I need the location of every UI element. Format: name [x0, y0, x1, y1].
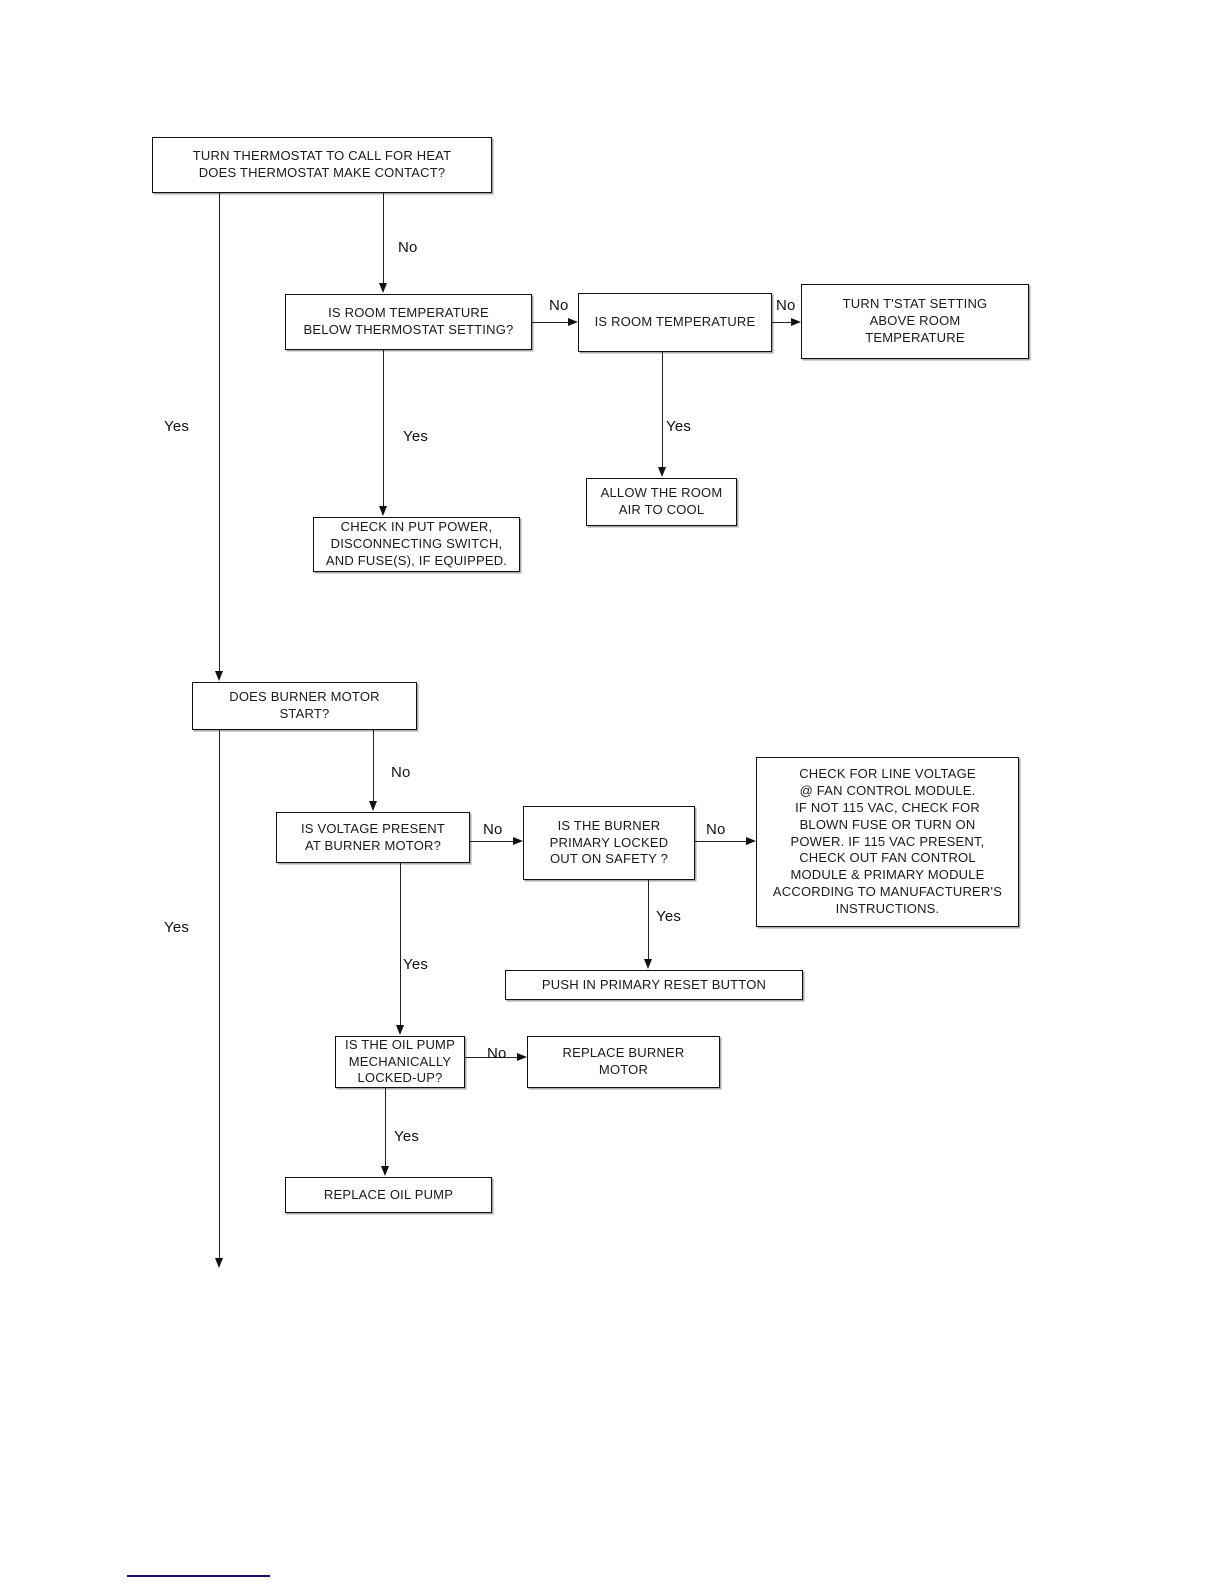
- edge-isroomtemp-to-allowcool-arrow: [657, 467, 666, 477]
- is-room-temperature-box[interactable]: IS ROOM TEMPERATURE: [578, 293, 772, 352]
- edge-label-no-6: No: [706, 821, 726, 838]
- does-burner-motor-start-box-label: DOES BURNER MOTOR START?: [229, 689, 380, 721]
- edge-roomtemp-to-checkpower-arrow: [378, 506, 387, 516]
- edge-oilpump-to-replacemotor: [465, 1057, 517, 1058]
- edge-label-yes-7: Yes: [394, 1128, 420, 1145]
- edge-burnermotor-to-voltage: [373, 730, 374, 801]
- edge-label-yes-1: Yes: [164, 418, 190, 435]
- does-burner-motor-start-box[interactable]: DOES BURNER MOTOR START?: [192, 682, 417, 730]
- edge-label-yes-3: Yes: [666, 418, 692, 435]
- oil-pump-locked-box[interactable]: IS THE OIL PUMP MECHANICALLY LOCKED-UP?: [335, 1036, 465, 1088]
- edge-primary-to-checkline: [695, 841, 746, 842]
- edge-label-yes-6: Yes: [403, 956, 429, 973]
- edge-roomtemp-to-checkpower: [383, 350, 384, 506]
- edge-roomtemp-to-isroomtemp-arrow: [568, 317, 578, 326]
- edge-primary-to-reset-arrow: [643, 959, 652, 969]
- edge-label-yes-2: Yes: [403, 428, 429, 445]
- edge-primary-to-checkline-arrow: [746, 836, 756, 845]
- push-primary-reset-box[interactable]: PUSH IN PRIMARY RESET BUTTON: [505, 970, 803, 1000]
- replace-oil-pump-box[interactable]: REPLACE OIL PUMP: [285, 1177, 492, 1213]
- edge-label-yes-5: Yes: [656, 908, 682, 925]
- oil-pump-locked-box-label: IS THE OIL PUMP MECHANICALLY LOCKED-UP?: [345, 1036, 455, 1086]
- edge-burnermotor-continue: [219, 730, 220, 1258]
- edge-isroomtemp-to-allowcool: [662, 352, 663, 467]
- edge-isroomtemp-to-turntstat-arrow: [791, 317, 801, 326]
- edge-thermostat-to-burnermotor: [219, 193, 220, 671]
- turn-thermostat-box-label: TURN THERMOSTAT TO CALL FOR HEAT DOES TH…: [192, 148, 452, 180]
- turn-tstat-setting-box[interactable]: TURN T'STAT SETTING ABOVE ROOM TEMPERATU…: [801, 284, 1029, 359]
- room-temp-below-box[interactable]: IS ROOM TEMPERATURE BELOW THERMOSTAT SET…: [285, 294, 532, 350]
- edge-oilpump-to-replacepump: [385, 1088, 386, 1166]
- edge-primary-to-reset: [648, 880, 649, 959]
- voltage-at-burner-motor-box-label: IS VOLTAGE PRESENT AT BURNER MOTOR?: [301, 820, 445, 853]
- edge-burnermotor-continue-arrow: [214, 1258, 223, 1268]
- edge-label-no-3: No: [776, 297, 796, 314]
- allow-room-air-cool-box[interactable]: ALLOW THE ROOM AIR TO COOL: [586, 478, 737, 526]
- is-room-temperature-box-label: IS ROOM TEMPERATURE: [594, 314, 756, 330]
- replace-burner-motor-box[interactable]: REPLACE BURNER MOTOR: [527, 1036, 720, 1088]
- edge-isroomtemp-to-turntstat: [772, 322, 791, 323]
- burner-primary-lockout-box[interactable]: IS THE BURNER PRIMARY LOCKED OUT ON SAFE…: [523, 806, 695, 880]
- edge-label-no-7: No: [487, 1045, 507, 1062]
- replace-oil-pump-box-label: REPLACE OIL PUMP: [323, 1186, 454, 1202]
- edge-roomtemp-to-isroomtemp: [532, 322, 568, 323]
- edge-voltage-to-primary-arrow: [513, 836, 523, 845]
- burner-primary-lockout-box-label: IS THE BURNER PRIMARY LOCKED OUT ON SAFE…: [549, 817, 669, 867]
- edge-label-no-5: No: [483, 821, 503, 838]
- edge-thermostat-to-roomtemp: [383, 193, 384, 283]
- voltage-at-burner-motor-box[interactable]: IS VOLTAGE PRESENT AT BURNER MOTOR?: [276, 812, 470, 863]
- turn-tstat-setting-box-label: TURN T'STAT SETTING ABOVE ROOM TEMPERATU…: [842, 296, 988, 345]
- edge-label-no-1: No: [398, 239, 418, 256]
- turn-thermostat-box[interactable]: TURN THERMOSTAT TO CALL FOR HEAT DOES TH…: [152, 137, 492, 193]
- replace-burner-motor-box-label: REPLACE BURNER MOTOR: [562, 1045, 685, 1077]
- edge-label-no-4: No: [391, 764, 411, 781]
- check-input-power-box[interactable]: CHECK IN PUT POWER, DISCONNECTING SWITCH…: [313, 517, 520, 572]
- check-line-voltage-box-label: CHECK FOR LINE VOLTAGE @ FAN CONTROL MOD…: [772, 765, 1003, 917]
- edge-voltage-to-primary: [470, 841, 513, 842]
- footer-rule: [127, 1575, 270, 1577]
- room-temp-below-box-label: IS ROOM TEMPERATURE BELOW THERMOSTAT SET…: [303, 305, 514, 337]
- edge-oilpump-to-replacemotor-arrow: [517, 1052, 527, 1061]
- push-primary-reset-box-label: PUSH IN PRIMARY RESET BUTTON: [541, 976, 767, 992]
- check-input-power-box-label: CHECK IN PUT POWER, DISCONNECTING SWITCH…: [325, 519, 508, 568]
- edge-oilpump-to-replacepump-arrow: [380, 1166, 389, 1176]
- edge-label-no-2: No: [549, 297, 569, 314]
- edge-label-yes-4: Yes: [164, 919, 190, 936]
- allow-room-air-cool-box-label: ALLOW THE ROOM AIR TO COOL: [600, 485, 723, 517]
- edge-burnermotor-to-voltage-arrow: [368, 801, 377, 811]
- edge-thermostat-to-burnermotor-arrow: [214, 671, 223, 681]
- edge-thermostat-to-roomtemp-arrow: [378, 283, 387, 293]
- check-line-voltage-box[interactable]: CHECK FOR LINE VOLTAGE @ FAN CONTROL MOD…: [756, 757, 1019, 927]
- edge-voltage-to-oilpump: [400, 863, 401, 1025]
- edge-voltage-to-oilpump-arrow: [395, 1025, 404, 1035]
